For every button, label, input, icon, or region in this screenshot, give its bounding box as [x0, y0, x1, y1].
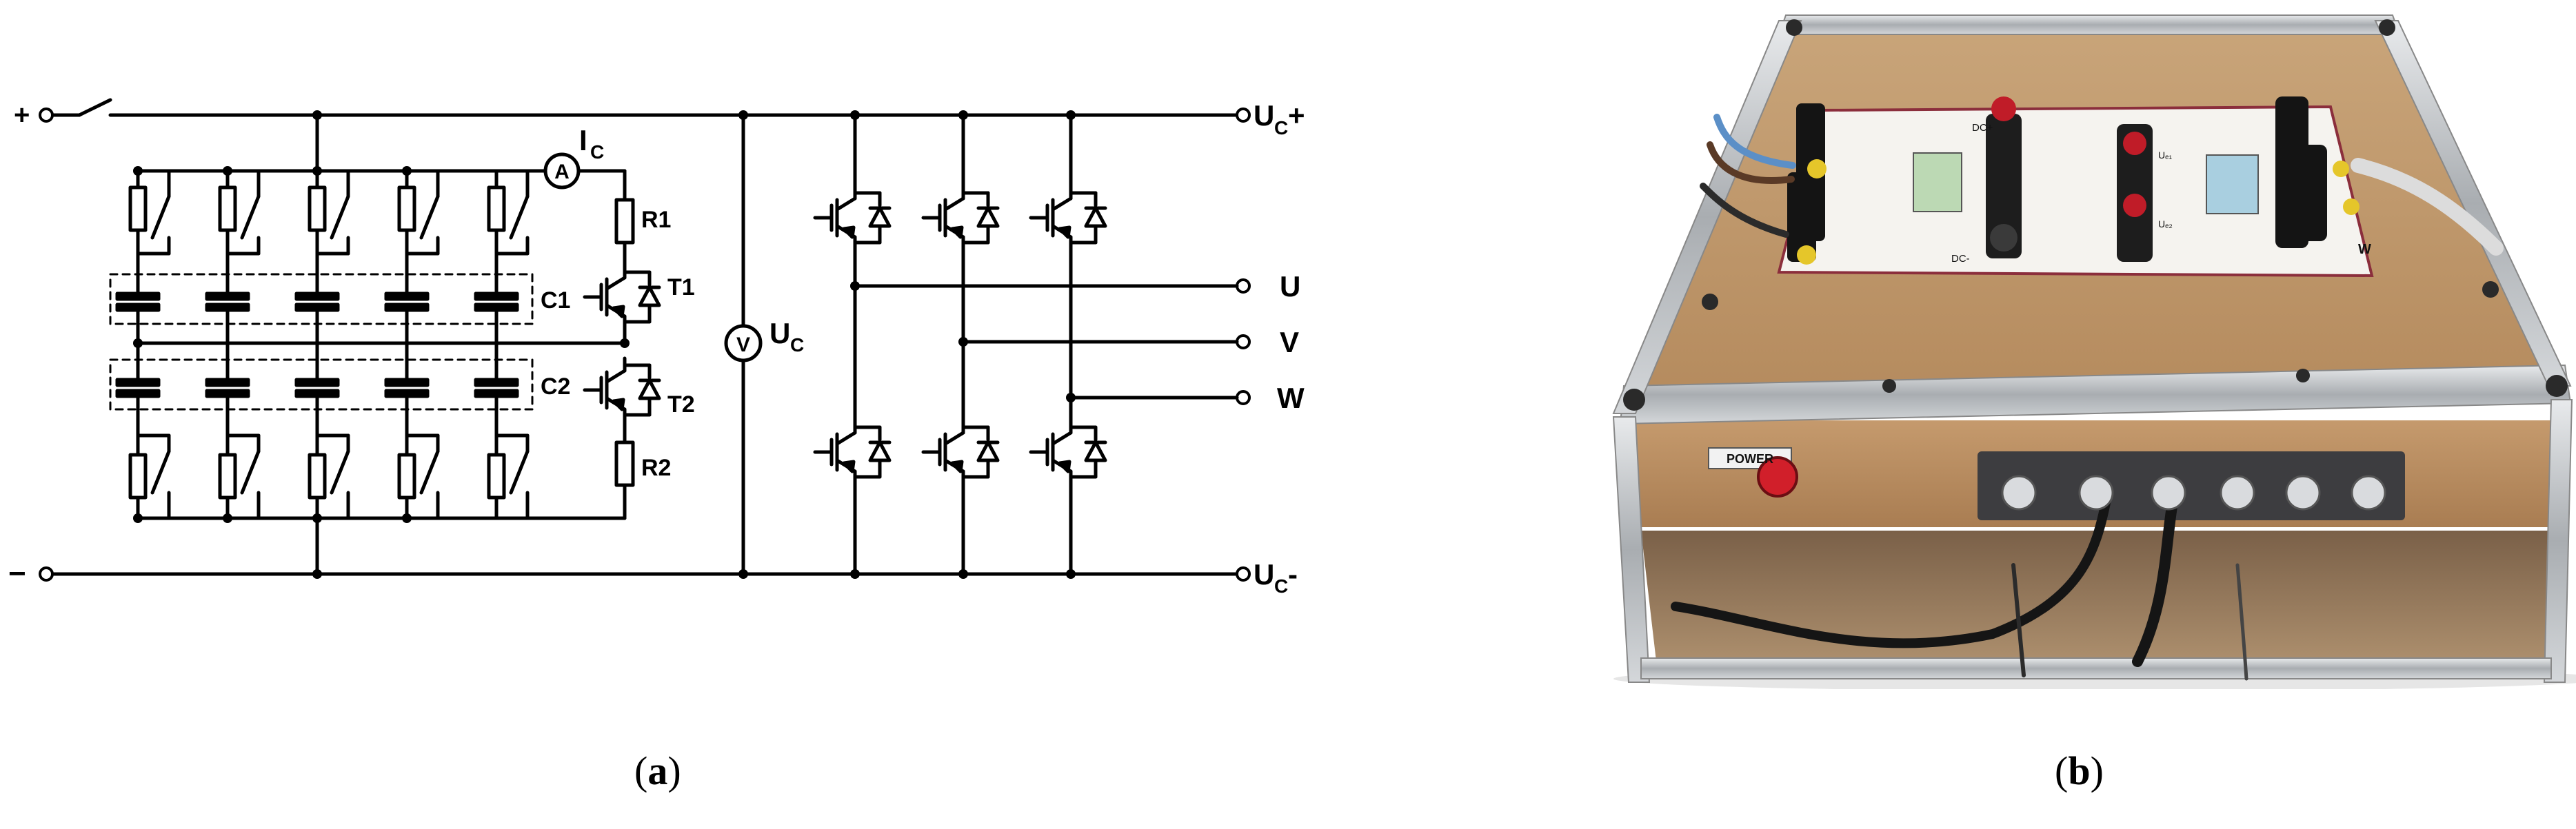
- inverter-leg: [1029, 113, 1107, 576]
- phase-w-label: W: [1277, 382, 1305, 414]
- dc-minus-label: DC-: [1951, 253, 1970, 265]
- capacitor-plate: [205, 291, 250, 301]
- dc-rails: [50, 98, 1240, 576]
- caption-a: (a): [634, 751, 681, 791]
- box-lower-interior: [1641, 531, 2558, 679]
- discharge-branch: [543, 152, 635, 520]
- r1-label: R1: [641, 207, 671, 233]
- capacitor-column: [384, 169, 440, 520]
- aluminium-frame: [1612, 14, 2573, 683]
- inverter-legs: [813, 113, 1107, 576]
- igbt-upper: [1029, 184, 1107, 400]
- power-label: POWER: [1727, 452, 1773, 466]
- phase-v-label: V: [1280, 326, 1299, 358]
- uc-minus-label-main: U: [1254, 558, 1274, 591]
- emitter-arrow: [612, 398, 625, 411]
- uc-plus-label-main: U: [1254, 99, 1274, 132]
- caption-b-open: (: [2055, 748, 2069, 793]
- w-post-label: W: [2358, 242, 2371, 257]
- caption-a-letter: a: [647, 748, 668, 793]
- plus-terminal-label: +: [14, 100, 30, 130]
- uc1-label: Uₑ₁: [2158, 150, 2172, 161]
- emitter-arrow: [612, 305, 625, 318]
- test-rig-photo: POWER DC+ DC- Uₑ₁ Uₑ₂ W: [1612, 14, 2576, 689]
- uc-plus-label-suffix: +: [1288, 99, 1305, 132]
- capacitor-plate: [115, 291, 161, 301]
- resistor-r2: [614, 440, 635, 487]
- igbt-t2: [583, 356, 661, 424]
- capacitor-plate: [384, 291, 430, 301]
- uc-minus-label-suffix: -: [1288, 558, 1298, 591]
- igbt-t1: [583, 263, 661, 345]
- emitter-arrow: [842, 460, 856, 473]
- capacitor-group-boxes: [109, 273, 534, 411]
- emitter-arrow: [842, 225, 856, 239]
- capacitor-plate: [294, 291, 340, 301]
- minus-terminal-label: −: [8, 557, 26, 591]
- dc-plus-label: DC+: [1972, 122, 1993, 134]
- caption-b-close: ): [2090, 748, 2104, 793]
- igbt-lower: [921, 418, 1000, 498]
- r2-label: R2: [641, 455, 671, 481]
- frame-bolts: [1623, 19, 2568, 411]
- capacitor-plate: [294, 378, 340, 387]
- capacitor-column: [205, 169, 261, 520]
- resistor-r1: [614, 198, 635, 245]
- capacitor-column: [115, 169, 171, 520]
- voltmeter-symbol: V: [736, 334, 750, 356]
- emitter-arrow: [1058, 225, 1071, 239]
- uc-minus-label-sub: C: [1274, 575, 1288, 597]
- t1-label: T1: [667, 274, 695, 300]
- caption-a-open: (: [634, 748, 648, 793]
- ammeter-symbol: A: [554, 161, 570, 183]
- uc-plus-label-sub: C: [1274, 117, 1288, 139]
- capacitor-columns: [115, 169, 530, 520]
- igbt-lower: [813, 418, 892, 498]
- c1-label: C1: [541, 287, 570, 314]
- capacitor-plate: [115, 378, 161, 387]
- igbt-lower: [1029, 418, 1107, 498]
- bnc-panel: [1978, 451, 2405, 520]
- capacitor-column: [294, 169, 350, 520]
- ic-label-main: I: [579, 124, 587, 156]
- igbt-upper: [921, 184, 1000, 344]
- caption-a-close: ): [667, 748, 681, 793]
- emitter-arrow: [950, 460, 964, 473]
- emitter-arrow: [950, 225, 964, 239]
- capacitor-plate: [474, 378, 519, 387]
- bnc-connectors: [2001, 475, 2386, 511]
- emitter-arrow: [1058, 460, 1071, 473]
- capacitor-plate: [474, 291, 519, 301]
- caption-b-letter: b: [2068, 748, 2091, 793]
- power-switch: [1708, 447, 1798, 498]
- t2-label: T2: [667, 391, 695, 418]
- label-blue-module: [2206, 154, 2259, 214]
- capacitor-plate: [384, 378, 430, 387]
- cables: [1671, 114, 2504, 681]
- caption-b: (b): [2055, 751, 2104, 791]
- ic-label-sub: C: [590, 141, 604, 163]
- terminal-circles: [39, 108, 1251, 582]
- igbt-upper: [813, 184, 892, 288]
- phase-outputs: [853, 284, 1239, 400]
- banana-posts: [1787, 96, 2327, 262]
- capacitor-bank-bus: [136, 113, 627, 576]
- voltmeter-branch: [724, 113, 763, 576]
- c2-label: C2: [541, 373, 570, 400]
- uc-label-main: U: [769, 317, 790, 349]
- capacitor-plate: [205, 378, 250, 387]
- circuit-diagram: + − U C + U C - U V W A V I C U C R1 R2 …: [8, 98, 1305, 597]
- inverter-leg: [813, 113, 892, 576]
- brake-transistors: [583, 263, 661, 424]
- label-green-module: [1913, 152, 1962, 212]
- uc-label-sub: C: [790, 334, 804, 356]
- uc2-label: Uₑ₂: [2158, 218, 2173, 229]
- cable-lugs: [1797, 159, 2359, 265]
- capacitor-column: [474, 169, 530, 520]
- inverter-leg: [921, 113, 1000, 576]
- phase-u-label: U: [1280, 270, 1300, 303]
